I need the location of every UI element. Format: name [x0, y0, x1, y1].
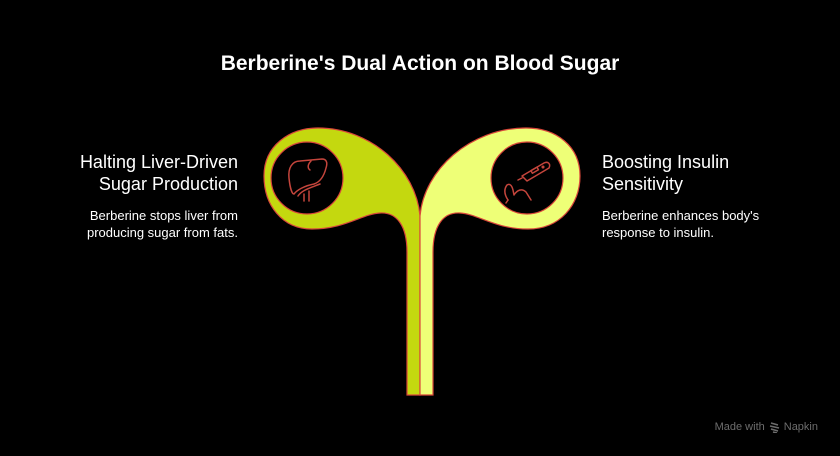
left-text-block: Halting Liver-Driven Sugar Production Be…	[38, 151, 238, 241]
right-description: Berberine enhances body's response to in…	[602, 208, 760, 240]
glucose-test-icon	[504, 161, 551, 204]
napkin-branding[interactable]: Made with Napkin	[715, 421, 818, 433]
left-icon-circle	[270, 141, 344, 215]
branding-name: Napkin	[783, 421, 818, 433]
liver-icon	[288, 158, 328, 202]
right-heading: Boosting Insulin Sensitivity	[602, 152, 730, 194]
right-text-block: Boosting Insulin Sensitivity Berberine e…	[602, 151, 802, 241]
diagram-title: Berberine's Dual Action on Blood Sugar	[220, 52, 620, 75]
branding-prefix: Made with	[714, 421, 765, 433]
left-description: Berberine stops liver from producing sug…	[86, 208, 238, 240]
napkin-logo-icon	[769, 421, 779, 433]
left-heading: Halting Liver-Driven Sugar Production	[79, 152, 238, 194]
right-icon-circle	[490, 141, 564, 215]
